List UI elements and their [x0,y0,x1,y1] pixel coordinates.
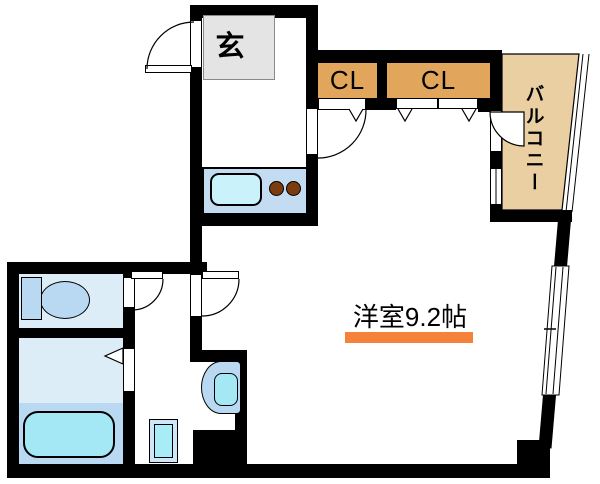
wall-corridor-east-a [190,226,202,274]
entrance-label-text: 玄 [215,31,245,63]
entry-door-swing-arc [146,21,195,70]
balcony-outer-line-2 [571,53,590,213]
wall-bottom-right-step [517,440,550,466]
closet-right-slider-1 [396,98,438,109]
toilet-tank [21,277,42,320]
washing-machine-pan-inner [154,424,173,458]
washbasin-bowl [214,373,238,406]
wall-outer-left [7,262,19,478]
kitchen-sink [210,173,262,206]
corridor-door-leaf [202,271,239,279]
wall-kitchen-top [190,5,318,18]
corridor-door-swing-arc [201,278,240,317]
bathtub [23,411,115,458]
east-window-pane-1 [545,266,557,395]
wall-toilet-east-c [123,392,135,470]
balcony-label: バルコニー [518,66,548,211]
bathroom-floor-upper [19,338,123,403]
wall-entry-top-stub [190,5,202,22]
wall-balcony-bottom [490,210,572,222]
closet-right-label: CL [387,63,490,98]
stove-burner-left [269,181,284,196]
wall-washroom-bottom-block [193,430,247,466]
wall-kitchen-east-top [306,5,318,108]
kitchen-door-opening [306,108,318,155]
closet-right-slider-2 [438,98,478,109]
closet-left-fold-marker [348,108,364,123]
kitchen-door-leaf [318,98,366,110]
wall-entry-left [190,68,202,226]
wall-closet-divider [377,63,387,98]
toilet-door-opening [123,277,135,308]
toilet-door-swing-arc [131,278,164,311]
closet-right-fold-marker-2 [461,108,477,123]
balcony-outer-line-1 [565,53,584,213]
balcony-door-swing [489,111,525,147]
entrance-mat [203,15,275,80]
stove-burner-right [286,181,301,196]
wall-washroom-jog [190,350,247,362]
wall-closet-bottom-mid [366,98,396,110]
wall-kitchen-east-bottom [306,155,318,226]
toilet-door-leaf [131,271,163,279]
wall-kitchen-bottom [190,214,318,226]
wall-balcony-b [490,152,502,168]
wall-toilet-east-b [123,308,135,348]
wall-balcony-a [490,100,502,110]
wall-toilet-bath-divider [17,328,135,338]
closet-left-label: CL [318,63,377,98]
corridor-door-opening [190,274,202,317]
entry-door-leaf [145,65,192,73]
main-room-label-text: 洋室9.2帖 [352,301,468,332]
closet-right-fill [387,63,490,98]
closet-right-fold-marker-1 [397,108,413,123]
east-window-pane-2 [552,266,564,395]
closet-right-label-text: CL [420,65,457,95]
balcony-label-text: バルコニー [522,83,544,194]
main-room-label-underline [345,332,473,343]
main-room-label: 洋室9.2帖 [343,299,477,332]
closet-left-label-text: CL [329,65,366,95]
wall-bottom [7,464,550,478]
entrance-label: 玄 [200,20,260,68]
kitchen-door-swing-arc [317,109,367,159]
bathroom-door-leaf [123,348,135,392]
entry-door-opening [190,20,202,68]
wall-closet-top [306,50,490,63]
wall-balcony-c [490,205,502,222]
wall-corridor-east-b [190,317,202,356]
wall-balcony-west-top [490,50,502,112]
closet-left-fill [318,63,377,98]
bathroom-door-marker [103,347,124,365]
